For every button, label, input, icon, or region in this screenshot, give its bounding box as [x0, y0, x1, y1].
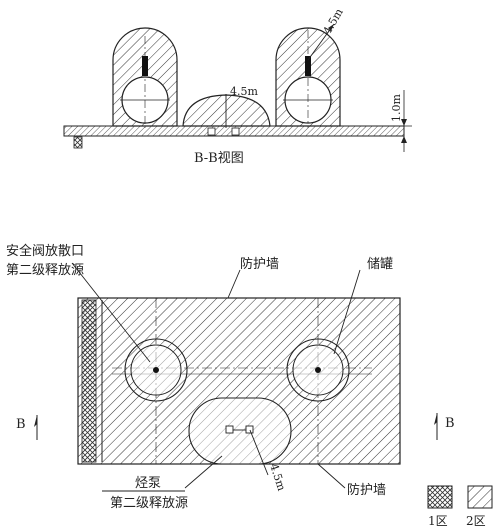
section-marker-right: B	[434, 413, 455, 440]
right-radius-label: 4.5m	[321, 6, 347, 37]
vent-label-line2: 第二级释放源	[6, 263, 84, 278]
legend: 1区 2区	[427, 485, 493, 528]
wall-label-top: 防护墙	[240, 256, 279, 272]
pump-label-line1: 烃泵	[135, 476, 161, 491]
tank-label: 储罐	[367, 257, 393, 272]
pump-zone-plan	[188, 397, 292, 465]
pump-symbol-right	[245, 425, 254, 434]
vent-label-line1: 安全阀放散口	[6, 243, 84, 259]
right-tank-outer	[286, 338, 350, 402]
right-vent-point	[315, 367, 321, 373]
pump-radius-label: 4.5m	[230, 85, 258, 98]
pump-symbol-left	[225, 425, 234, 434]
legend-label-zone2: 2区	[466, 514, 486, 528]
section-view: 4.5m 4.5m 1.0m B-B视图	[63, 6, 412, 166]
height-label: 1.0m	[390, 94, 403, 122]
pump-zone	[182, 94, 271, 127]
section-marker-left: B	[16, 415, 38, 440]
right-vent-pipe	[305, 56, 311, 76]
left-vent-point	[153, 367, 159, 373]
plan-view: 4.5m 安全阀放散口 第二级释放源 防护墙 储罐 烃泵 第二级释放源 防护墙 …	[6, 243, 455, 511]
pump-block-right	[231, 127, 240, 136]
plan-zone-1-strip	[81, 299, 97, 463]
plan-radius-label: 4.5m	[267, 462, 288, 493]
left-tank-outer	[124, 338, 188, 402]
pump-label-line2: 第二级释放源	[110, 496, 188, 511]
legend-label-zone1: 1区	[428, 514, 448, 528]
foundation-post	[73, 136, 83, 149]
section-caption: B-B视图	[194, 151, 244, 166]
left-vent-pipe	[142, 56, 148, 76]
section-mark-right-label: B	[445, 416, 455, 431]
pump-block-left	[207, 127, 216, 136]
legend-swatch-zone2	[467, 485, 493, 509]
section-mark-left-label: B	[16, 417, 26, 432]
wall-label-bottom: 防护墙	[347, 482, 386, 498]
legend-swatch-zone1	[427, 485, 453, 509]
